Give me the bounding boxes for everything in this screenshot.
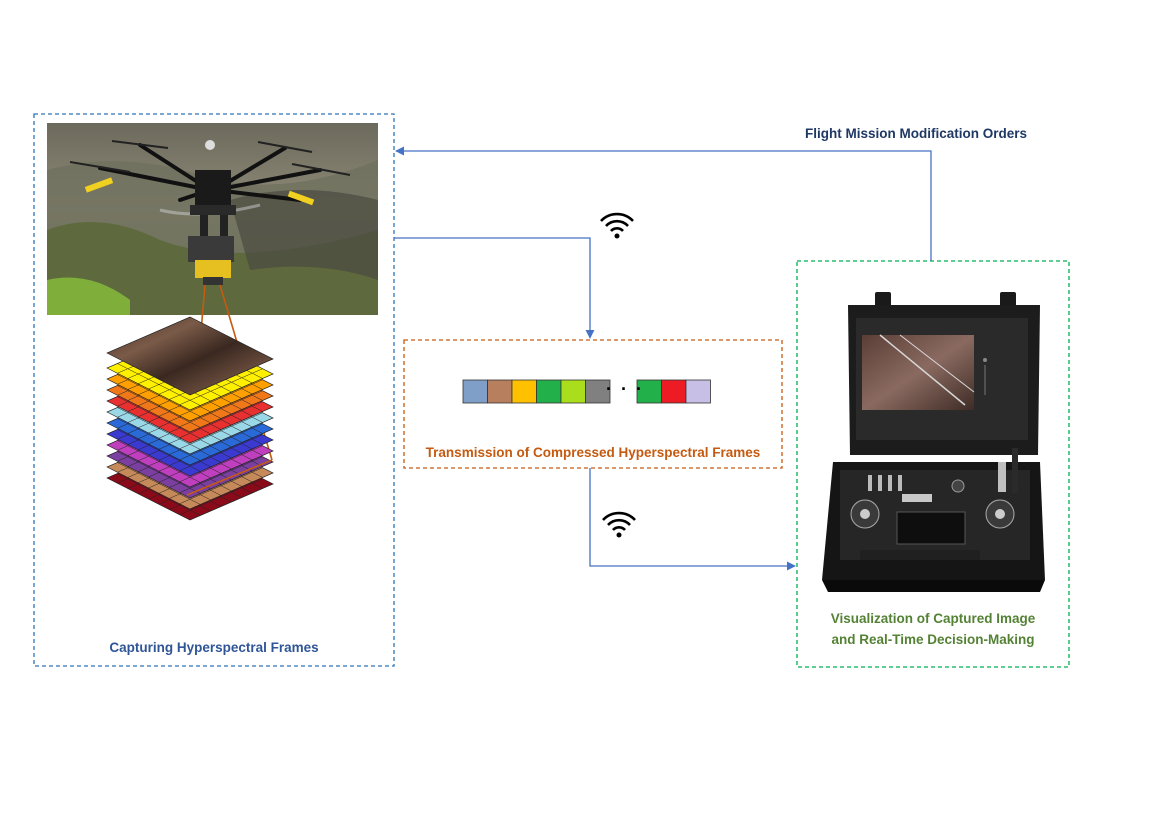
frame-block bbox=[661, 379, 687, 404]
flight-mission-label: Flight Mission Modification Orders bbox=[805, 126, 1028, 141]
frame-block bbox=[536, 379, 562, 404]
frame-block bbox=[685, 379, 711, 404]
hyperspectral-cube-icon bbox=[106, 316, 274, 521]
transmission-panel-label: Transmission of Compressed Hyperspectral… bbox=[425, 445, 761, 460]
visualization-label-line1: Visualization of Captured Image bbox=[830, 611, 1036, 626]
visualization-label-line2: and Real-Time Decision-Making bbox=[831, 632, 1035, 647]
cube-grid-line bbox=[179, 467, 263, 504]
cube-grid-line bbox=[179, 368, 263, 405]
frames-ellipsis: · · · bbox=[606, 379, 644, 399]
capture-panel-label: Capturing Hyperspectral Frames bbox=[109, 640, 319, 655]
arrow-drone-to-transmission bbox=[394, 237, 595, 339]
cube-grid-line bbox=[179, 456, 263, 493]
ground-station-case bbox=[822, 292, 1045, 592]
cube-grid-line bbox=[179, 445, 263, 482]
cube-grid-line bbox=[179, 379, 263, 416]
wifi-icon bbox=[602, 511, 636, 538]
cube-grid-line bbox=[179, 401, 263, 438]
frame-block bbox=[462, 379, 488, 404]
visualization-panel-label: Visualization of Captured Image and Real… bbox=[797, 608, 1069, 650]
frame-block bbox=[511, 379, 537, 404]
cube-image-layer bbox=[106, 316, 274, 396]
wifi-icon bbox=[600, 212, 634, 239]
cube-grid-line bbox=[179, 478, 263, 515]
arrow-station-to-drone bbox=[395, 146, 932, 261]
frame-block bbox=[585, 379, 611, 404]
cube-grid-line bbox=[179, 434, 263, 471]
frame-block bbox=[560, 379, 586, 404]
drone-photo bbox=[47, 123, 378, 315]
compressed-frame-strip bbox=[462, 379, 711, 404]
capture-panel-border bbox=[33, 113, 395, 667]
frame-block bbox=[487, 379, 513, 404]
cube-connector-bottom bbox=[186, 459, 273, 496]
cube-grid-line bbox=[179, 423, 263, 460]
visualization-panel-border bbox=[796, 260, 1070, 668]
arrow-transmission-to-station bbox=[589, 468, 796, 571]
cube-grid-line bbox=[179, 412, 263, 449]
transmission-panel-border bbox=[403, 339, 783, 469]
cube-grid-line bbox=[179, 390, 263, 427]
